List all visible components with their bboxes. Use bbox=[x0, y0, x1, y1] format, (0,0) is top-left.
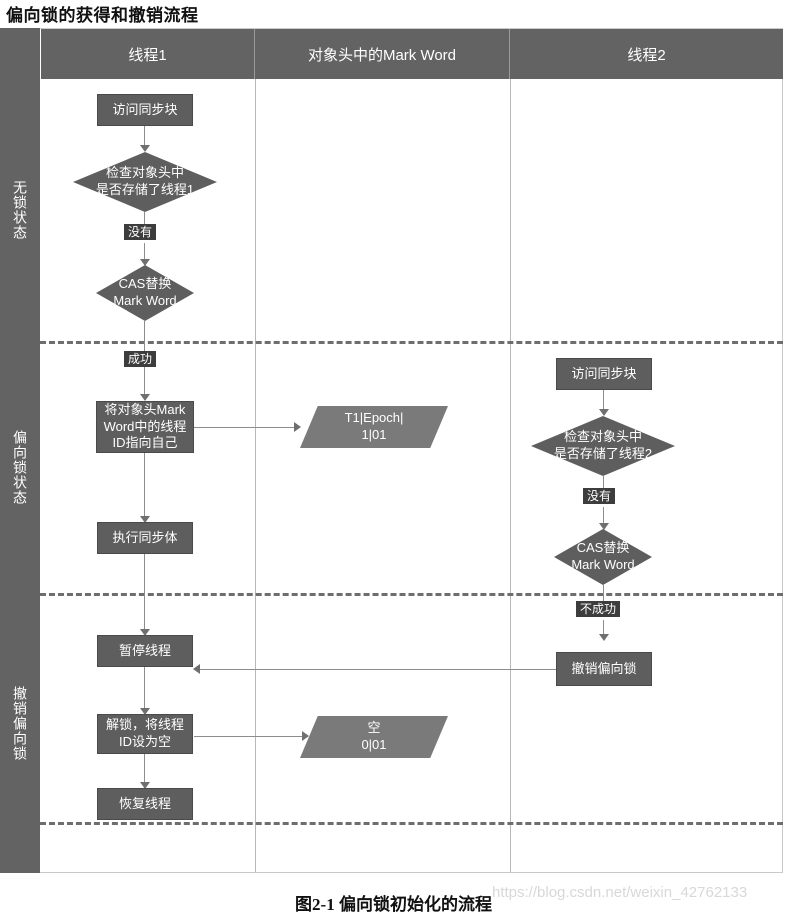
row-divider-biased-revoke bbox=[40, 593, 783, 596]
connector-t2-label-to-cas bbox=[603, 507, 604, 524]
row-divider-revoke-end bbox=[40, 822, 783, 825]
connector-t1-pause-to-unlock bbox=[144, 667, 145, 709]
row-label-revoke: 撤销偏向锁 bbox=[12, 685, 28, 761]
connector-t1-access-to-check bbox=[144, 126, 145, 146]
edge-label-t1-no: 没有 bbox=[124, 224, 157, 241]
swimlane-row-label-bar: 无锁状态 偏向锁状态 撤销偏向锁 bbox=[0, 28, 40, 873]
connector-t1-success-to-setid bbox=[144, 370, 145, 395]
arrowhead-down bbox=[140, 629, 150, 636]
connector-t1-unlock-to-resume bbox=[144, 754, 145, 783]
row-label-unlocked: 无锁状态 bbox=[12, 180, 28, 240]
connector-t2-cas-to-label bbox=[603, 585, 604, 603]
edge-label-t2-no: 没有 bbox=[583, 488, 616, 505]
node-markword-empty[interactable]: 空 0|01 bbox=[300, 716, 448, 758]
row-divider-unlocked-biased bbox=[40, 341, 783, 344]
arrowhead-down bbox=[140, 782, 150, 789]
column-header-thread1: 线程1 bbox=[41, 29, 255, 79]
connector-t1-check-to-label bbox=[144, 212, 145, 226]
column-header-markword: 对象头中的Mark Word bbox=[255, 29, 510, 79]
edge-label-t1-success: 成功 bbox=[124, 351, 157, 368]
node-t1-pause[interactable]: 暂停线程 bbox=[97, 635, 193, 667]
arrowhead-down bbox=[599, 634, 609, 641]
connector-revoke-to-pause bbox=[199, 669, 556, 670]
node-t2-revoke[interactable]: 撤销偏向锁 bbox=[556, 652, 652, 686]
node-markword-biased[interactable]: T1|Epoch| 1|01 bbox=[300, 406, 448, 448]
arrowhead-down bbox=[140, 394, 150, 401]
arrowhead-down bbox=[140, 708, 150, 715]
column-header-thread2: 线程2 bbox=[627, 46, 666, 64]
connector-setid-to-markword bbox=[194, 427, 295, 428]
arrowhead-right bbox=[302, 731, 309, 741]
column-divider-1 bbox=[255, 79, 256, 872]
connector-t1-setid-to-exec bbox=[144, 453, 145, 517]
row-label-biased: 偏向锁状态 bbox=[12, 429, 28, 505]
arrowhead-down bbox=[599, 523, 609, 530]
node-t1-exec[interactable]: 执行同步体 bbox=[97, 522, 193, 554]
swimlane-flowchart: 无锁状态 偏向锁状态 撤销偏向锁 线程1 对象头中的Mark Word 线程2 … bbox=[0, 28, 787, 873]
node-t1-resume[interactable]: 恢复线程 bbox=[97, 788, 193, 820]
column-divider-2 bbox=[510, 79, 511, 872]
arrowhead-down bbox=[140, 259, 150, 266]
swimlane-header-row: 线程1 对象头中的Mark Word 线程2 bbox=[41, 29, 783, 79]
edge-label-t2-fail: 不成功 bbox=[576, 601, 621, 618]
connector-t2-label-to-revoke bbox=[603, 620, 604, 635]
page-title: 偏向锁的获得和撤销流程 bbox=[6, 6, 199, 25]
figure-caption: 图2-1 偏向锁初始化的流程 bbox=[295, 895, 492, 914]
node-t1-unlock[interactable]: 解锁，将线程 ID设为空 bbox=[97, 714, 193, 754]
node-t1-access[interactable]: 访问同步块 bbox=[97, 94, 193, 126]
arrowhead-right bbox=[294, 422, 301, 432]
arrowhead-down bbox=[140, 145, 150, 152]
node-t1-set-id[interactable]: 将对象头Mark Word中的线程 ID指向自己 bbox=[96, 401, 194, 453]
arrowhead-down bbox=[599, 409, 609, 416]
arrowhead-left bbox=[193, 664, 200, 674]
arrowhead-down bbox=[140, 516, 150, 523]
connector-t1-exec-to-pause bbox=[144, 554, 145, 630]
connector-t2-access-to-check bbox=[603, 390, 604, 410]
connector-t1-cas-to-setid bbox=[144, 321, 145, 371]
connector-unlock-to-markword bbox=[194, 736, 303, 737]
node-t2-access[interactable]: 访问同步块 bbox=[556, 358, 652, 390]
connector-t2-check-to-label bbox=[603, 476, 604, 490]
connector-t1-label-to-cas bbox=[144, 243, 145, 260]
